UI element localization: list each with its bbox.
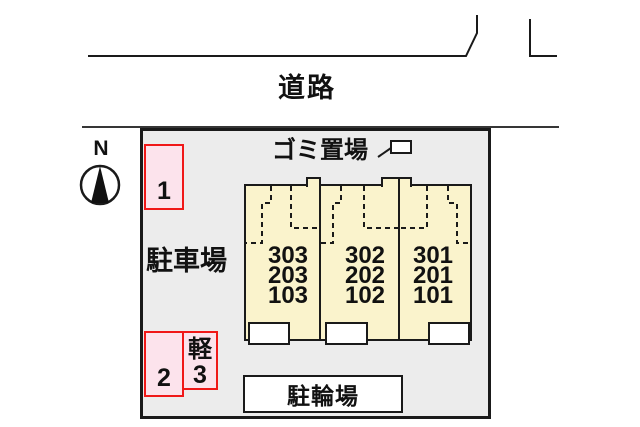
parking-space-2: 2 (144, 331, 184, 397)
road-corner-line (529, 19, 557, 57)
room-number: 301 (412, 242, 454, 269)
parking-space-2-number: 2 (157, 364, 171, 392)
unit3-room-numbers: 301 201 101 (397, 242, 469, 309)
road-upper-edge (88, 15, 478, 57)
room-number: 201 (412, 262, 454, 289)
unit1-room-numbers: 303 203 103 (252, 242, 324, 309)
room-number: 203 (267, 262, 309, 289)
compass-needle-icon (91, 166, 109, 203)
room-number: 101 (412, 282, 454, 309)
bicycle-parking-area: 駐輪場 (243, 375, 403, 413)
building-stairwell-left (306, 177, 321, 187)
entrance-porch-1 (248, 322, 290, 345)
compass-north-label: N (93, 137, 109, 160)
building-stairwell-right (381, 177, 412, 187)
room-number: 103 (267, 282, 309, 309)
entrance-porch-3 (428, 322, 470, 345)
kei-car-label: 軽 (188, 336, 212, 363)
parking-space-3-kei: 軽 3 (182, 331, 218, 390)
room-number: 102 (344, 282, 386, 309)
unit2-room-numbers: 302 202 102 (329, 244, 401, 309)
room-number: 303 (267, 242, 309, 269)
entrance-porch-2 (325, 322, 368, 345)
garbage-area-label: ゴミ置場 (272, 137, 368, 164)
parking-area-label: 駐車場 (146, 246, 227, 276)
garbage-place-icon (390, 140, 412, 154)
compass-circle (79, 164, 121, 206)
bicycle-parking-label: 駐輪場 (287, 383, 359, 409)
parking-space-3-number: 3 (193, 361, 207, 389)
road-label: 道路 (278, 73, 336, 103)
parking-space-1: 1 (144, 144, 184, 210)
parking-space-1-number: 1 (157, 177, 171, 205)
